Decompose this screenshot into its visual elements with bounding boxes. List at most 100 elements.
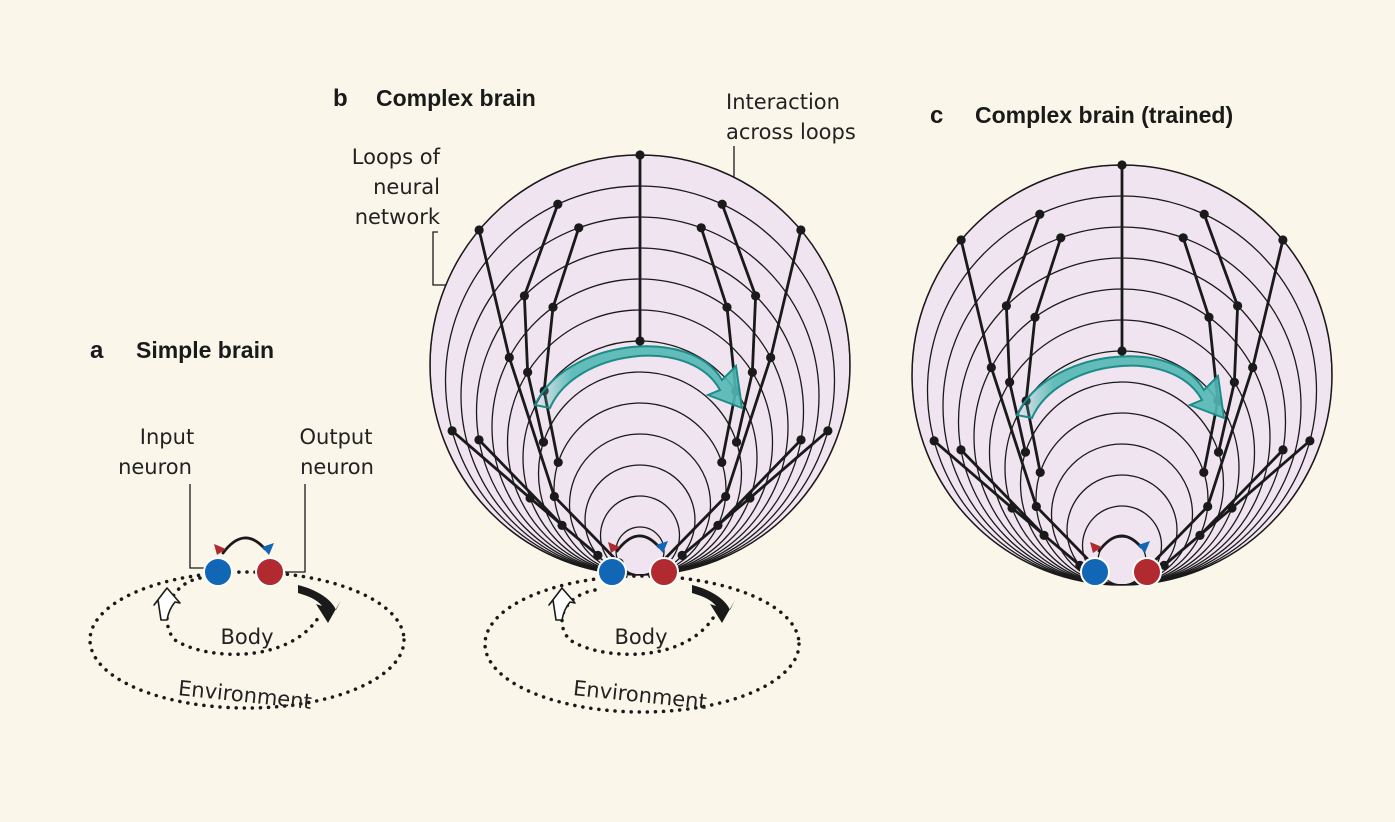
brain-c-node — [1117, 346, 1127, 356]
brain-c-connection — [959, 238, 1103, 575]
brain-b-node — [713, 520, 723, 530]
brain-b-node — [553, 199, 563, 209]
output-arrowhead-b-icon — [656, 541, 668, 553]
network-b — [447, 150, 833, 568]
brain-b-node — [717, 457, 727, 468]
brain-b-node — [519, 291, 529, 301]
brain-b-connection — [477, 228, 621, 565]
brain-c-node — [1039, 530, 1049, 540]
panel-c-title: Complex brain (trained) — [975, 102, 1233, 128]
brain-c-node — [1001, 301, 1011, 311]
brain-c-node — [956, 235, 966, 245]
brain-b-loop — [553, 402, 727, 575]
body-label: Body — [220, 625, 273, 649]
brain-b-node — [553, 457, 563, 468]
brain-b-node — [474, 225, 484, 235]
output-leader-line — [284, 484, 306, 573]
interaction-arrow-icon — [533, 345, 744, 410]
brain-b-node — [823, 426, 833, 436]
input-neuron-label-1: Input — [140, 425, 194, 449]
output-arrowhead-icon — [262, 543, 274, 555]
brain-b-node — [717, 199, 727, 209]
brain-b-node — [504, 352, 514, 363]
brain-c-node — [1229, 377, 1239, 387]
loops-label-3: network — [355, 205, 441, 229]
brain-b-node — [696, 223, 706, 233]
brain-c — [912, 165, 1332, 585]
brain-c-node — [1030, 312, 1040, 322]
brain-c-node — [1248, 362, 1258, 373]
brain-b-connection — [542, 226, 581, 464]
environment-loop-b — [483, 574, 801, 714]
panel-a-letter: a — [90, 337, 104, 364]
brain-c-node — [1020, 447, 1031, 457]
loops-label-1: Loops of — [352, 145, 441, 169]
interaction-label-2: across loops — [726, 120, 856, 144]
brain-c-node — [1199, 209, 1209, 219]
brain-c-node — [1233, 301, 1243, 311]
brain-b-node — [474, 435, 484, 445]
brain-b — [430, 155, 850, 575]
input-arrow-icon — [153, 587, 181, 621]
brain-b-loop — [537, 371, 743, 575]
brain-b-loop — [584, 464, 696, 575]
output-neuron-c — [1132, 557, 1162, 587]
output-neuron-b — [649, 557, 679, 587]
brain-c-connection — [1141, 238, 1285, 575]
interaction-label-1: Interaction — [726, 90, 840, 114]
brain-c-connection — [1198, 448, 1285, 537]
input-neuron — [203, 557, 233, 587]
brain-b-connection — [477, 438, 564, 527]
output-arrowhead-c-icon — [1138, 541, 1150, 553]
brain-c-node — [1305, 436, 1315, 446]
interaction-arrow-c-icon — [1015, 355, 1226, 420]
brain-c-node — [1204, 312, 1214, 322]
panel-c: c Complex brain (trained) — [911, 102, 1333, 587]
brain-c-loop — [1035, 412, 1209, 585]
brain-b-node — [677, 550, 687, 560]
panel-c-letter: c — [930, 102, 943, 129]
brain-b-node — [796, 435, 806, 445]
brain-c-node — [986, 362, 996, 373]
brain-b-connection — [720, 202, 758, 444]
brain-b-node — [721, 491, 731, 502]
brain-c-node — [1035, 209, 1045, 219]
brain-c-node — [1159, 560, 1169, 570]
output-neuron-label-2: neuron — [300, 455, 374, 479]
brain-c-loop — [1081, 505, 1163, 585]
brain-c-node — [1199, 467, 1209, 478]
brain-c-node — [1117, 160, 1127, 170]
brain-b-node — [722, 302, 732, 312]
input-neuron-b — [597, 557, 627, 587]
environment-loop — [88, 570, 406, 710]
input-arrowhead-b-icon — [608, 542, 620, 553]
neuron-connection-b — [615, 534, 661, 553]
brain-c-loop — [1019, 381, 1225, 585]
input-neuron-label-2: neuron — [118, 455, 192, 479]
brain-c-node — [929, 436, 939, 446]
brain-b-node — [447, 426, 457, 436]
brain-b-loop — [599, 495, 681, 575]
brain-b-node — [635, 150, 645, 160]
brain-c-connection — [1202, 212, 1240, 454]
brain-b-node — [523, 367, 533, 377]
brain-b-node — [557, 520, 567, 530]
brain-b-node — [635, 336, 645, 346]
brain-c-connection — [1181, 236, 1220, 474]
brain-b-connection — [659, 228, 803, 565]
brain-c-node — [1031, 501, 1041, 512]
body-label-b: Body — [614, 625, 667, 649]
input-arrowhead-c-icon — [1090, 542, 1102, 553]
brain-c-node — [1056, 233, 1066, 243]
panel-a: a Simple brain Input neuron Output neuro… — [88, 337, 406, 714]
brain-b-connection — [699, 226, 738, 464]
neuron-connection-c — [1097, 534, 1143, 553]
brain-b-node — [548, 302, 558, 312]
brain-c-node — [1178, 233, 1188, 243]
input-leader-line — [189, 484, 205, 569]
brain-c-connection — [959, 448, 1046, 537]
brain-c-node — [956, 445, 966, 455]
brain-c-node — [1278, 235, 1288, 245]
brain-c-connection — [1024, 236, 1063, 474]
